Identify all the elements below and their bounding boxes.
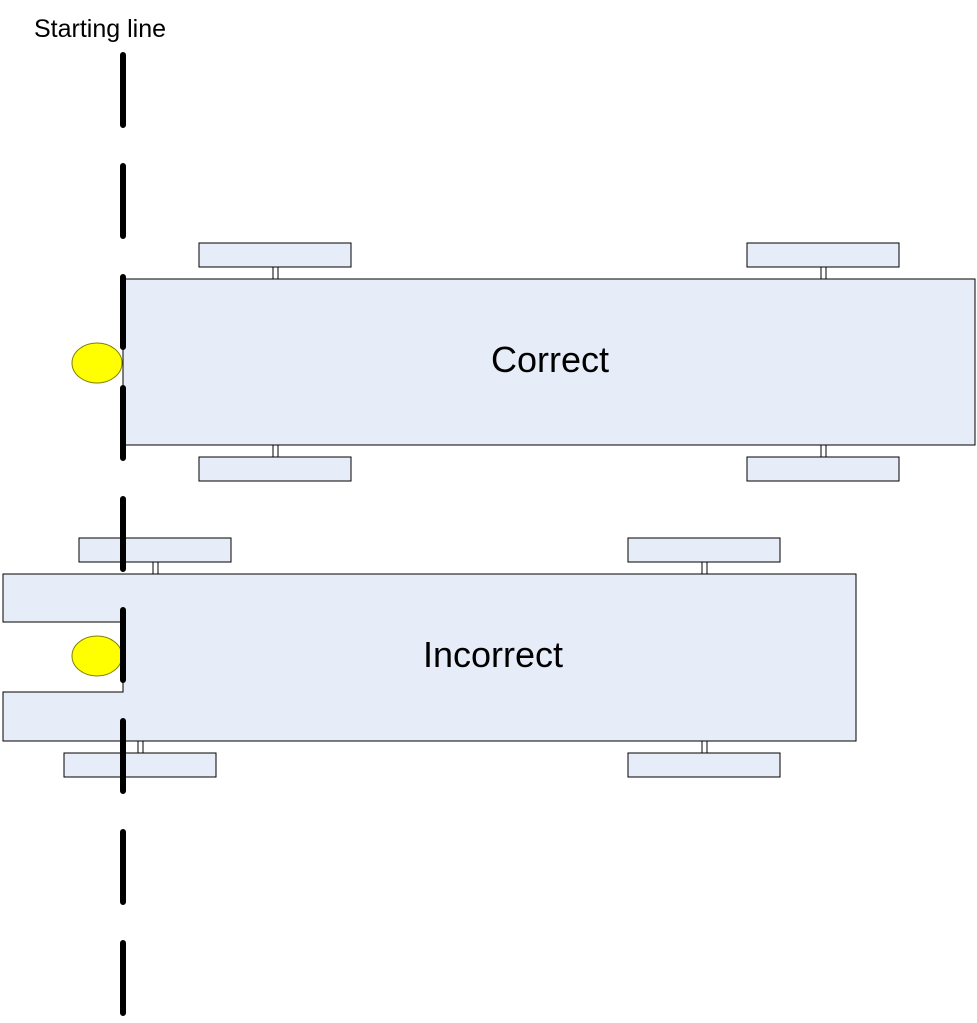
incorrect-label: Incorrect <box>423 634 563 675</box>
axle-front-bottom <box>272 444 279 458</box>
axle-rear-bottom <box>820 444 827 458</box>
wheel-front-top <box>198 242 352 268</box>
correct-car-body <box>122 278 976 446</box>
wheel-rear-top-incorrect <box>627 537 781 563</box>
wheel-front-bottom <box>198 456 352 482</box>
correct-car: Correct <box>122 242 976 482</box>
axle-rear-top <box>820 266 827 280</box>
axle-front-top <box>272 266 279 280</box>
wheel-front-bottom-incorrect <box>63 752 217 778</box>
axle-front-bottom-incorrect <box>137 740 144 754</box>
starting-line-label: Starting line <box>34 15 166 43</box>
wheel-rear-bottom <box>746 456 900 482</box>
wheel-rear-bottom-incorrect <box>627 752 781 778</box>
axle-front-top-incorrect <box>152 561 159 575</box>
yellow-ball-icon <box>71 342 123 384</box>
correct-label: Correct <box>491 339 609 380</box>
axle-rear-bottom-incorrect <box>701 740 708 754</box>
incorrect-car: Incorrect <box>2 537 857 778</box>
yellow-ball-icon <box>71 635 123 677</box>
axle-rear-top-incorrect <box>701 561 708 575</box>
wheel-front-top-incorrect <box>78 537 232 563</box>
incorrect-car-body <box>2 573 857 742</box>
wheel-rear-top <box>746 242 900 268</box>
